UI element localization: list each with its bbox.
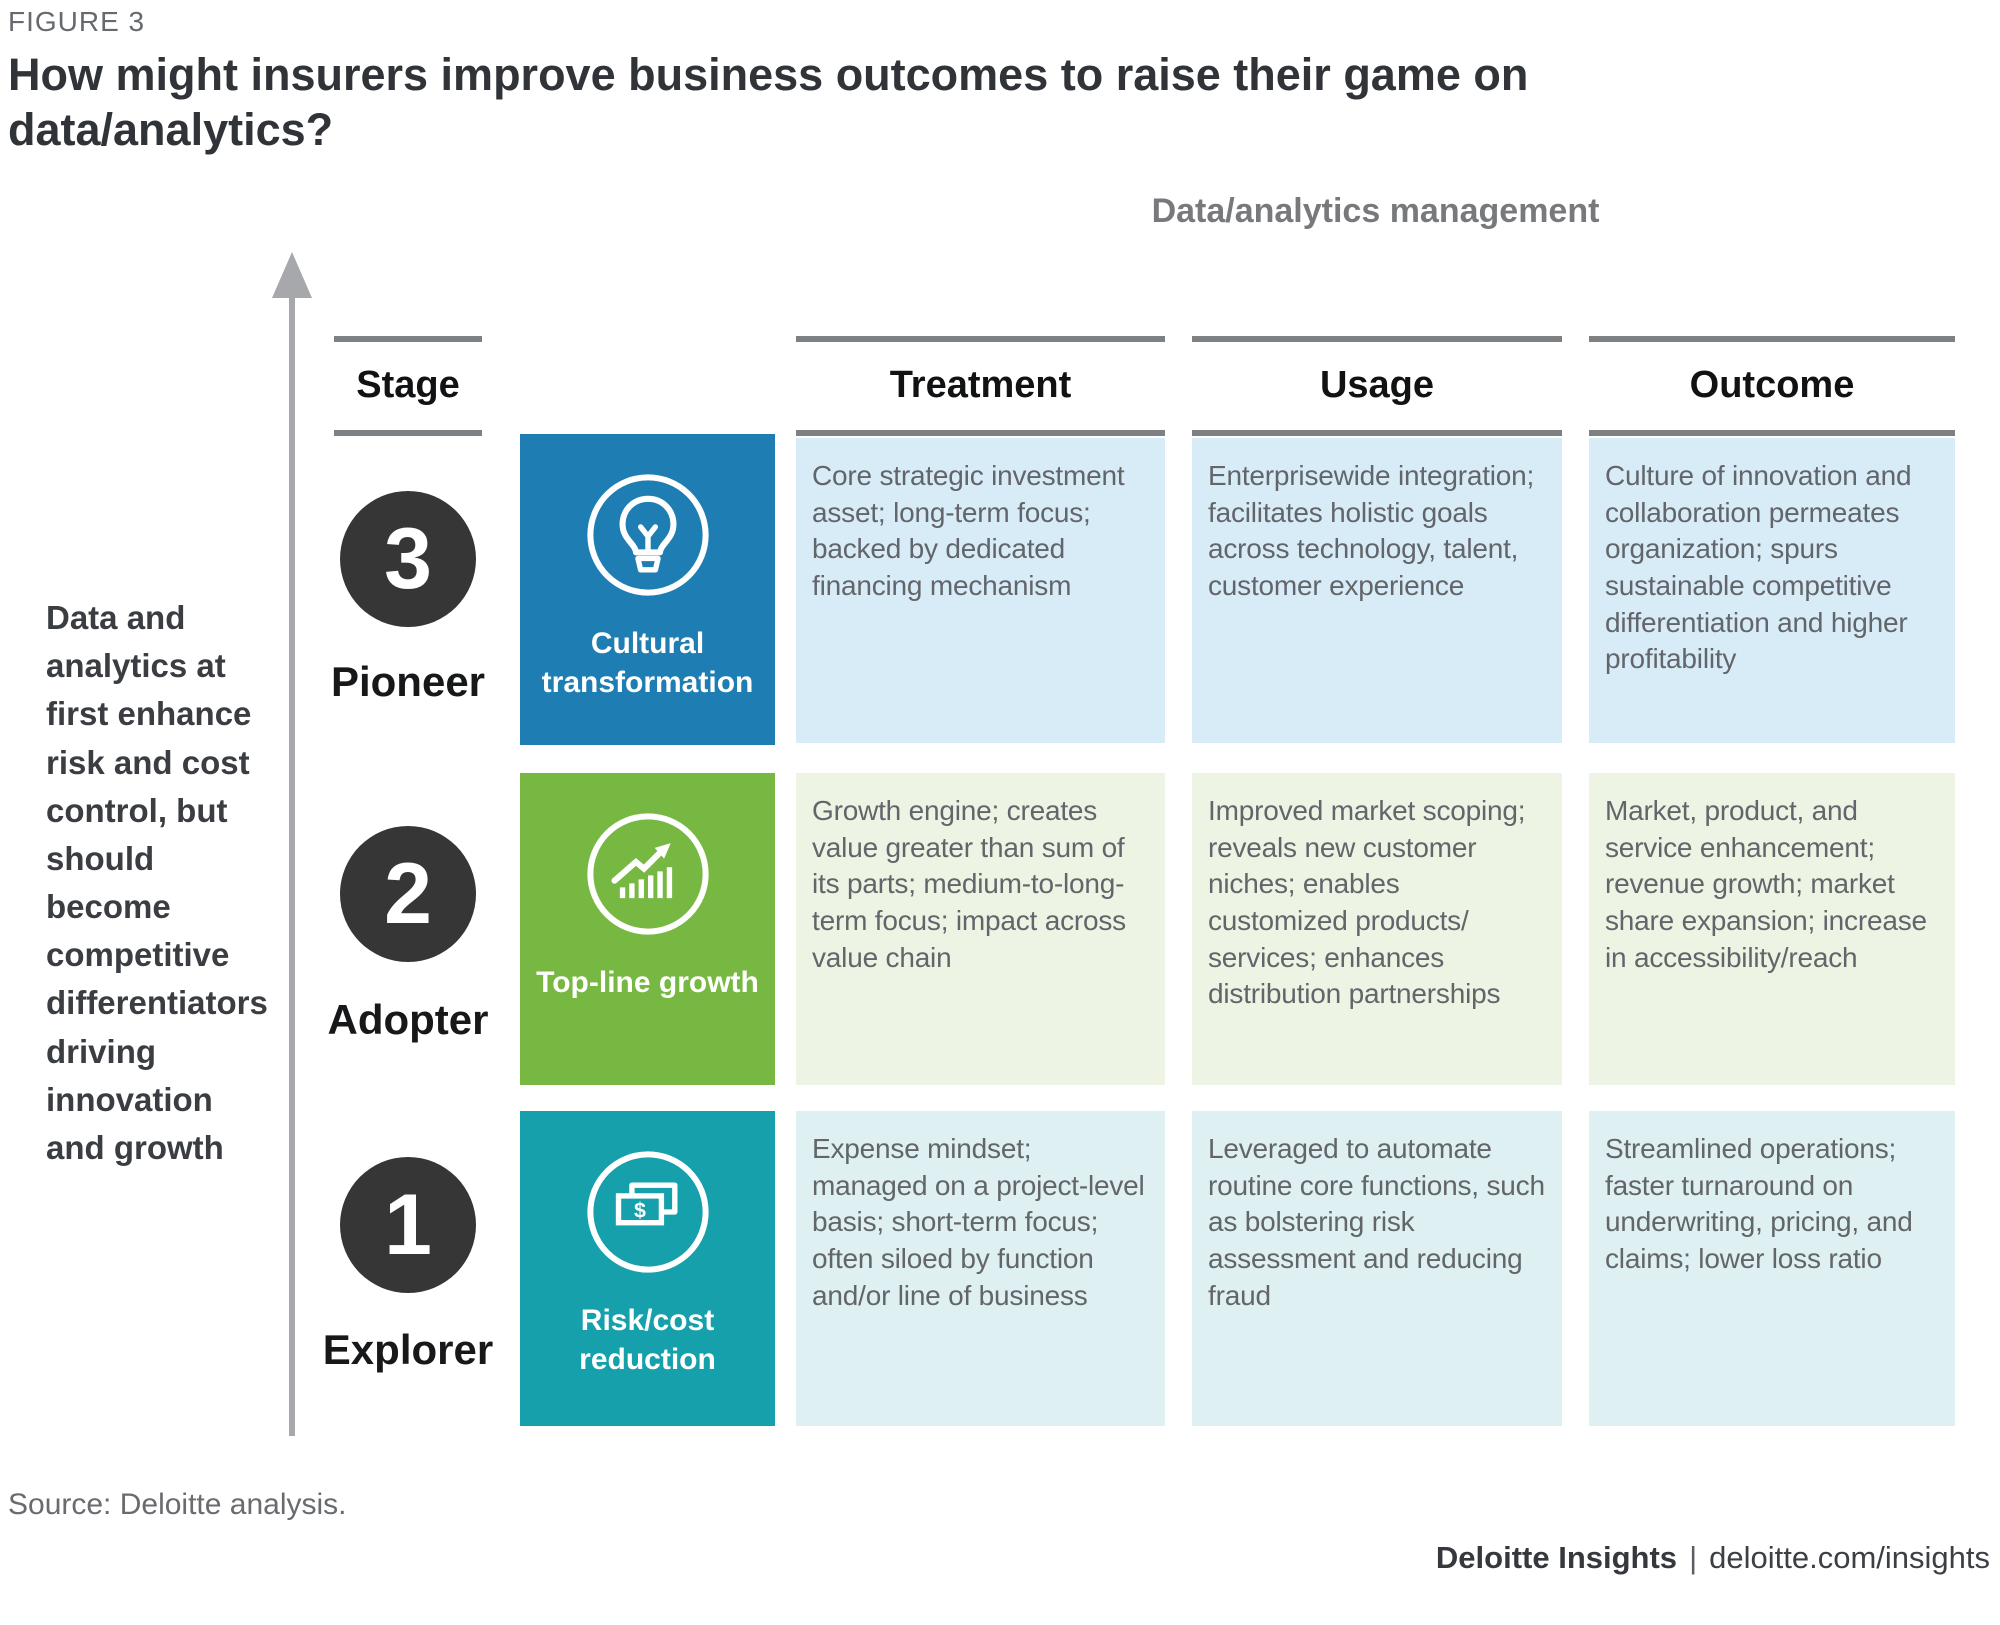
stage-1-name: Explorer <box>322 1326 494 1373</box>
treatment-header-rule-top <box>796 336 1165 342</box>
usage-header-rule-bottom <box>1192 430 1562 436</box>
cell-pioneer-treatment: Core strategic investment asset; long-te… <box>796 438 1165 743</box>
usage-column-header: Usage <box>1319 363 1435 406</box>
stage-header-rule-top <box>334 336 482 342</box>
theme-box-cultural-transformation: Cultural transformation <box>520 434 775 745</box>
stage-3-badge: 3 <box>340 491 476 627</box>
footer: Deloitte Insights | deloitte.com/insight… <box>1436 1540 1990 1576</box>
stage-2-badge: 2 <box>340 826 476 962</box>
cell-adopter-outcome: Market, product, and service enhancement… <box>1589 773 1955 1085</box>
treatment-column-header: Treatment <box>889 363 1072 406</box>
theme-label: Cultural transformation <box>541 627 754 699</box>
front-banknote <box>615 1193 664 1226</box>
treatment-header-rule-bottom <box>796 430 1165 436</box>
figure-label: FIGURE 3 <box>8 6 146 37</box>
stage-1-number: 1 <box>384 1176 432 1273</box>
trend-line <box>610 846 666 884</box>
stage-3-number: 3 <box>384 510 432 607</box>
source-note: Source: Deloitte analysis. <box>8 1488 347 1521</box>
theme-box-top-line-growth: Top-line growth <box>520 773 775 1085</box>
stage-column-header: Stage <box>356 363 460 406</box>
cell-pioneer-usage: Enterprisewide integration; facilitates … <box>1192 438 1562 743</box>
banknotes-icon: $ <box>586 1151 709 1273</box>
cell-explorer-treatment: Expense mindset; managed on a project-le… <box>796 1111 1165 1426</box>
stage-2-number: 2 <box>384 845 432 942</box>
stage-2-name: Adopter <box>327 996 489 1043</box>
group-header: Data/analytics management <box>1151 192 1600 230</box>
cell-adopter-usage: Improved market scoping; reveals new cus… <box>1192 773 1562 1085</box>
chart-bars <box>619 867 672 899</box>
page-title: How might insurers improve business outc… <box>8 49 1529 155</box>
lightbulb-icon <box>586 474 709 596</box>
cell-pioneer-outcome: Culture of innovation and collaboration … <box>1589 438 1955 743</box>
outcome-header-rule-top <box>1589 336 1955 342</box>
outcome-header-rule-bottom <box>1589 430 1955 436</box>
dollar-glyph: $ <box>633 1198 645 1222</box>
footer-separator: | <box>1689 1540 1698 1575</box>
footer-url[interactable]: deloitte.com/insights <box>1709 1540 1990 1575</box>
stage-header-rule-bottom <box>334 430 482 436</box>
footer-brand: Deloitte Insights <box>1435 1540 1678 1575</box>
trend-arrowhead <box>654 843 671 859</box>
outcome-column-header: Outcome <box>1689 363 1855 406</box>
cell-explorer-outcome: Streamlined operations; faster turnaroun… <box>1589 1111 1955 1426</box>
bulb-filament <box>637 524 658 554</box>
theme-label: Risk/cost reduction <box>579 1304 716 1376</box>
stage-3-name: Pioneer <box>330 658 486 705</box>
cell-explorer-usage: Leveraged to automate routine core funct… <box>1192 1111 1562 1426</box>
bulb-base <box>634 555 661 573</box>
growth-chart-icon <box>586 813 709 935</box>
up-arrow-shaft <box>289 296 295 1436</box>
usage-header-rule-top <box>1192 336 1562 342</box>
up-arrow-icon <box>272 252 312 298</box>
theme-box-risk-cost-reduction: $ Risk/cost reduction <box>520 1111 775 1426</box>
theme-label: Top-line growth <box>536 966 759 999</box>
back-banknote <box>628 1182 677 1215</box>
stage-1-badge: 1 <box>340 1157 476 1293</box>
cell-adopter-treatment: Growth engine; creates value greater tha… <box>796 773 1165 1085</box>
axis-note: Data and analytics at first enhance risk… <box>46 599 268 1166</box>
